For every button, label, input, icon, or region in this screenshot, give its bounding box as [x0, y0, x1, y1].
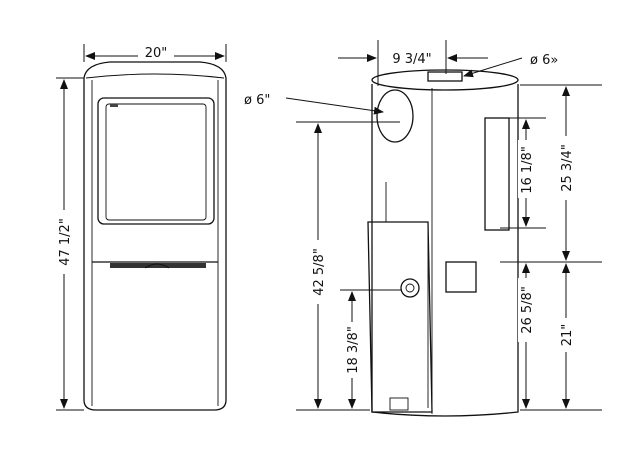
top-flue-diameter-callout: ø 6» [463, 53, 558, 78]
door-window [97, 97, 215, 225]
mid-to-floor-label: 26 5/8" [520, 286, 535, 334]
glass-panel [105, 103, 207, 221]
rear-flue-diameter-label: ø 6" [244, 93, 270, 108]
front-width-label: 20" [145, 46, 168, 61]
top-cap [371, 69, 519, 91]
flue-offset-label: 9 3/4" [392, 52, 431, 67]
side-vent-panel [484, 117, 510, 231]
rear-flue-height-dimension: 42 5/8" [296, 121, 400, 411]
front-view [83, 61, 227, 411]
lower-height-label: 21" [560, 324, 575, 347]
front-height-label: 47 1/2" [58, 218, 73, 266]
air-inlet-height-dimension: 18 3/8" [340, 289, 402, 409]
front-height-dimension: 47 1/2" [56, 77, 84, 411]
air-inlet-knob [400, 278, 420, 298]
top-flue-diameter-label: ø 6» [530, 53, 558, 68]
logo-mark [110, 104, 118, 107]
rear-door-panel [367, 221, 433, 413]
side-view [367, 69, 519, 417]
right-dimensions: 16 1/8" 25 3/4" 26 5/8" 21" [500, 84, 602, 411]
side-panel-height-label: 16 1/8" [520, 146, 535, 194]
rear-flue-diameter-callout: ø 6" [244, 93, 384, 115]
ash-grate [110, 263, 206, 268]
side-access-plate [445, 261, 477, 293]
base-plate [389, 397, 409, 411]
flue-offset-dimension: 9 3/4" [338, 40, 488, 86]
front-width-dimension: 20" [83, 44, 227, 62]
rear-flue-height-label: 42 5/8" [312, 248, 327, 296]
air-inlet-height-label: 18 3/8" [346, 326, 361, 374]
rear-flue-opening [376, 89, 414, 143]
top-to-mid-label: 25 3/4" [560, 144, 575, 192]
top-flue-collar [427, 71, 463, 82]
